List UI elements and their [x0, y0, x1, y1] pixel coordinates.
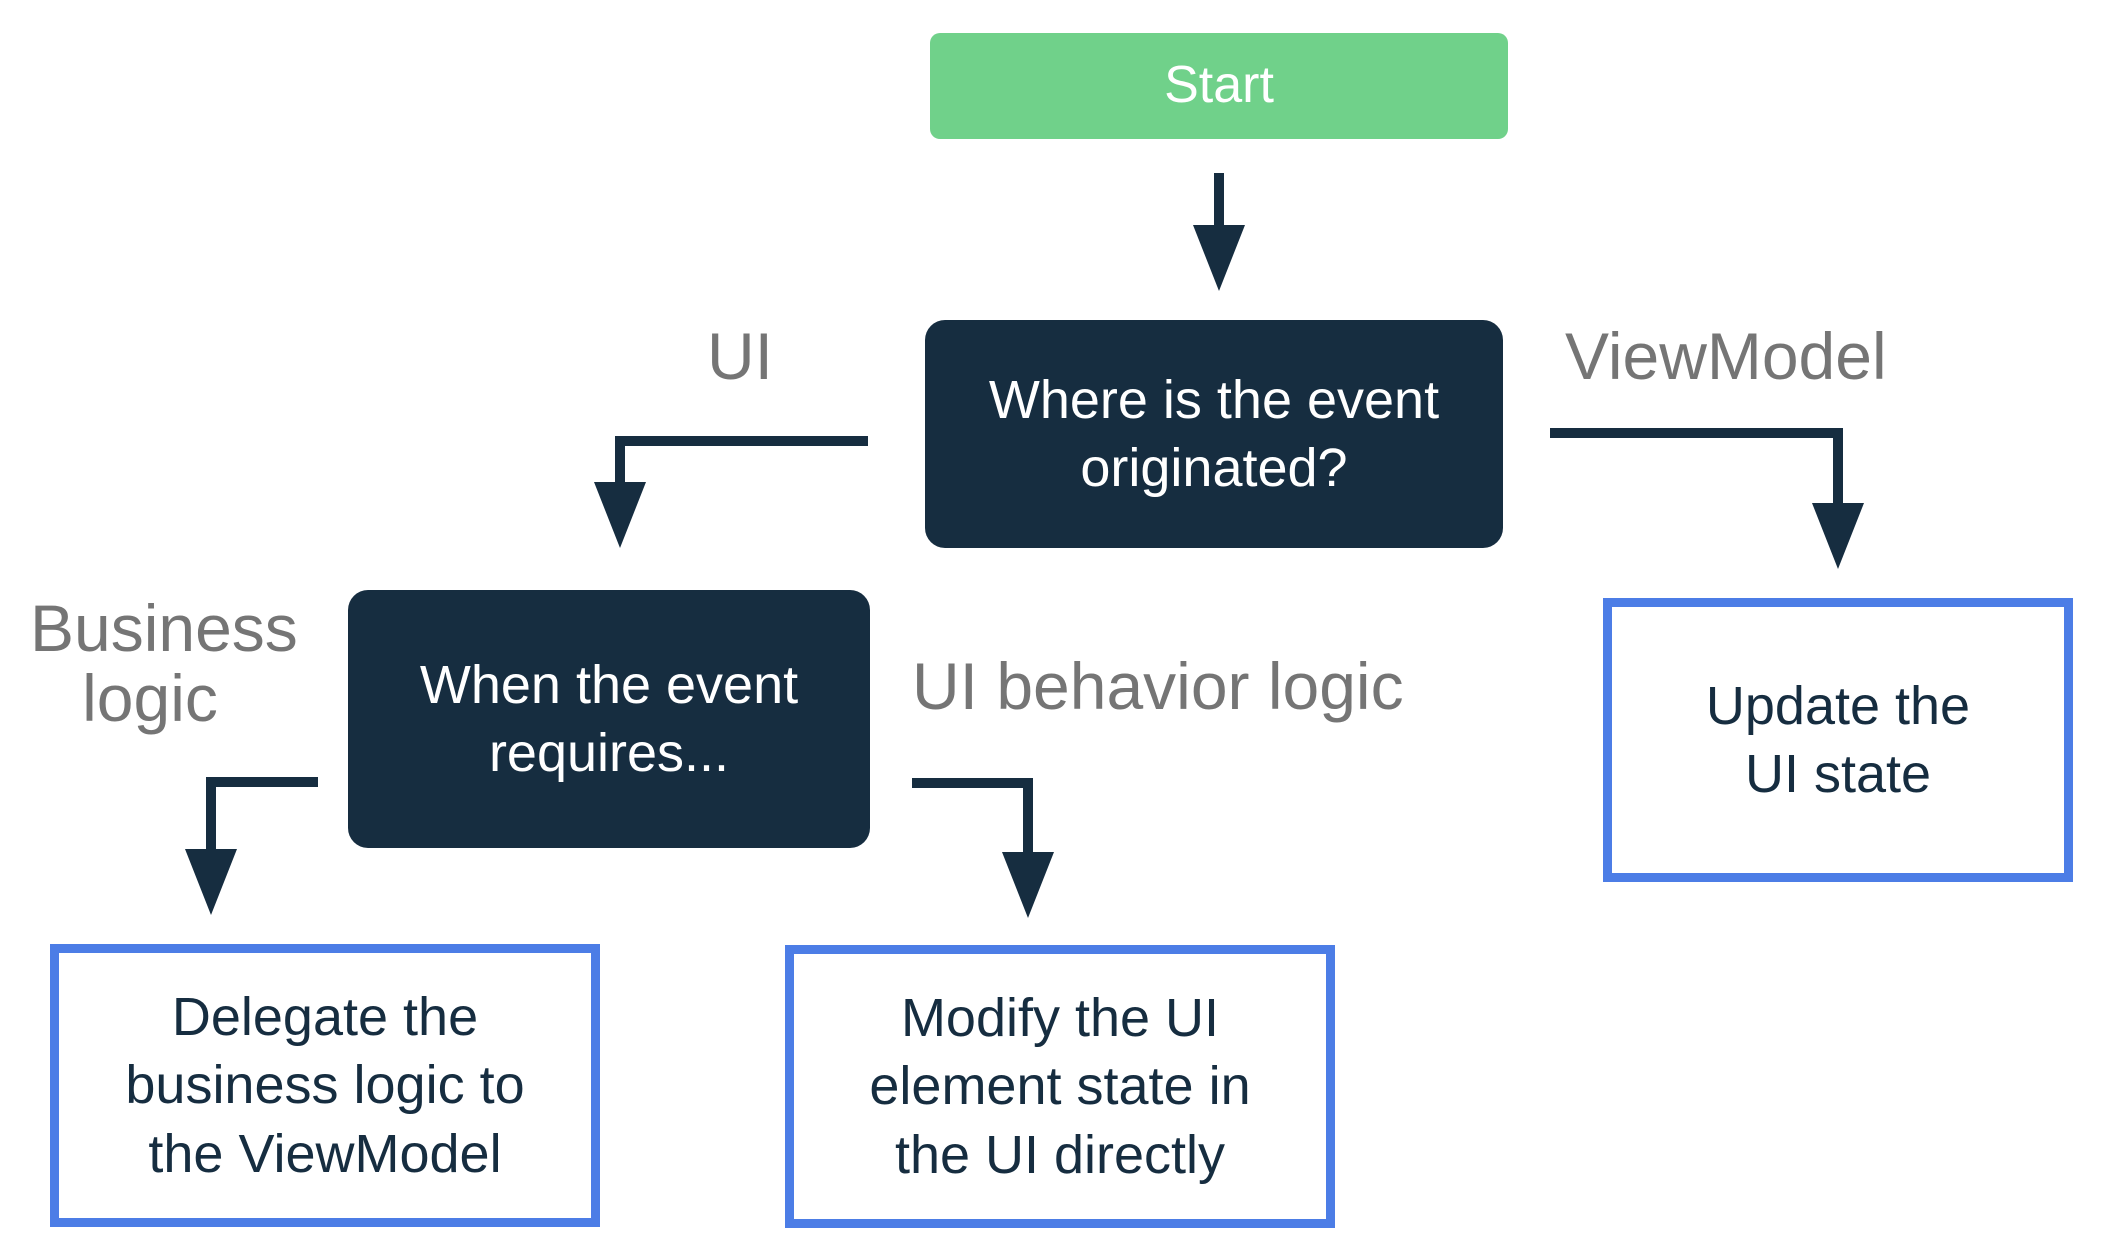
arrow-ui-branch-head — [594, 482, 646, 548]
arrow-ui-branch-horizontal — [616, 436, 868, 446]
text-line: UI state — [1744, 744, 1932, 804]
node-modify: Modify the UI element state in the UI di… — [785, 945, 1335, 1228]
node-delegate-text: Delegate the business logic to the ViewM… — [125, 983, 524, 1187]
arrow-ui-branch-vertical — [615, 436, 625, 488]
text-line: Modify the UI — [900, 988, 1220, 1049]
text-line: Where is the event — [988, 369, 1440, 430]
arrow-start-to-question-shaft — [1214, 173, 1224, 229]
text-line: Update the — [1705, 675, 1971, 736]
arrow-viewmodel-branch-head — [1812, 503, 1864, 569]
text-line: Business — [30, 591, 298, 665]
node-when: When the event requires... — [348, 590, 870, 848]
arrow-business-branch-horizontal — [206, 777, 318, 787]
arrow-behavior-branch-vertical — [1023, 778, 1033, 856]
edge-label-viewmodel: ViewModel — [1565, 319, 1887, 393]
text-line: originated? — [1080, 438, 1348, 498]
arrow-behavior-branch-head — [1002, 852, 1054, 918]
arrow-business-branch-vertical — [206, 777, 216, 853]
text-line: the UI directly — [894, 1124, 1226, 1185]
node-when-text: When the event requires... — [420, 651, 798, 787]
node-update: Update the UI state — [1603, 598, 2073, 882]
node-modify-text: Modify the UI element state in the UI di… — [869, 984, 1250, 1188]
text-line: element state in — [869, 1056, 1251, 1117]
arrow-behavior-branch-horizontal — [912, 778, 1033, 788]
text-line: logic — [82, 660, 218, 735]
edge-label-business-logic: Business logic — [30, 593, 298, 735]
arrow-start-to-question-head — [1193, 225, 1245, 291]
node-question-text: Where is the event originated? — [989, 366, 1439, 502]
node-update-text: Update the UI state — [1706, 672, 1970, 808]
edge-label-ui: UI — [707, 319, 773, 393]
node-delegate: Delegate the business logic to the ViewM… — [50, 944, 600, 1227]
node-question: Where is the event originated? — [925, 320, 1503, 548]
text-line: business logic to — [125, 1055, 525, 1116]
text-line: requires... — [488, 723, 730, 783]
text-line: the ViewModel — [148, 1123, 502, 1184]
node-start: Start — [930, 33, 1508, 139]
edge-label-ui-behavior-logic: UI behavior logic — [912, 649, 1404, 723]
arrow-business-branch-head — [185, 849, 237, 915]
arrow-viewmodel-branch-vertical — [1833, 428, 1843, 507]
node-start-label: Start — [1164, 56, 1274, 115]
text-line: Delegate the — [171, 987, 479, 1048]
text-line: When the event — [419, 654, 799, 715]
arrow-viewmodel-branch-horizontal — [1550, 428, 1843, 438]
